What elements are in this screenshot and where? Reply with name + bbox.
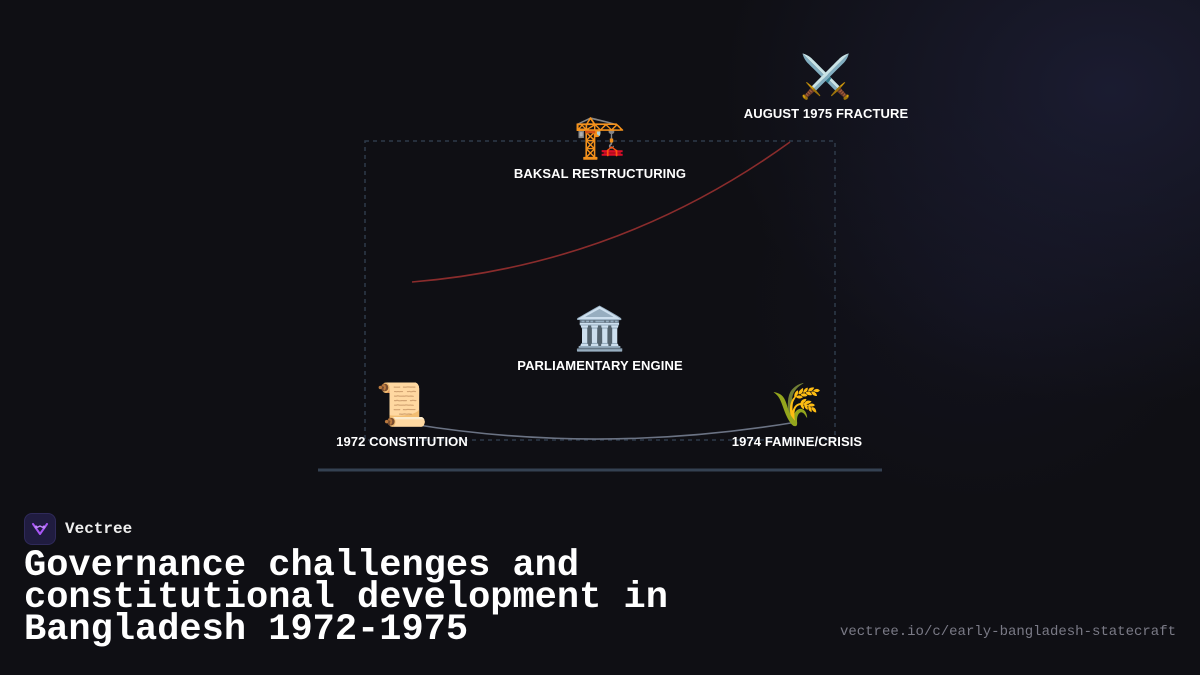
node-label: 1974 FAMINE/CRISIS (731, 434, 863, 449)
node-1974-famine-crisis: 🌾 1974 FAMINE/CRISIS (732, 380, 862, 450)
upper-curve-to-august-fracture (411, 141, 791, 283)
rice-sheaf-icon: 🌾 (770, 381, 824, 428)
classical-building-icon: 🏛️ (573, 305, 627, 352)
node-august-1975-fracture: ⚔️ AUGUST 1975 FRACTURE (744, 52, 909, 122)
source-url[interactable]: vectree.io/c/early-bangladesh-statecraft (839, 624, 1176, 640)
dashed-frame (364, 140, 836, 441)
node-1972-constitution: 📜 1972 CONSTITUTION (336, 380, 468, 450)
node-label: AUGUST 1975 FRACTURE (743, 106, 909, 121)
brand[interactable]: Vectree (24, 512, 132, 546)
node-label: PARLIAMENTARY ENGINE (517, 358, 683, 373)
node-parliamentary-engine: 🏛️ PARLIAMENTARY ENGINE (517, 304, 682, 374)
page-title: Governance challenges and constitutional… (24, 545, 668, 651)
vectree-logo-icon (24, 513, 56, 545)
scroll-icon: 📜 (375, 381, 429, 428)
construction-crane-icon: 🏗️ (573, 113, 627, 160)
node-label: BAKSAL RESTRUCTURING (513, 166, 687, 181)
node-baksal-restructuring: 🏗️ BAKSAL RESTRUCTURING (514, 112, 686, 182)
node-label: 1972 CONSTITUTION (336, 434, 468, 449)
crossed-swords-icon: ⚔️ (799, 53, 853, 100)
lower-curve-constitution-to-famine (411, 421, 798, 440)
brand-name: Vectree (65, 520, 133, 538)
